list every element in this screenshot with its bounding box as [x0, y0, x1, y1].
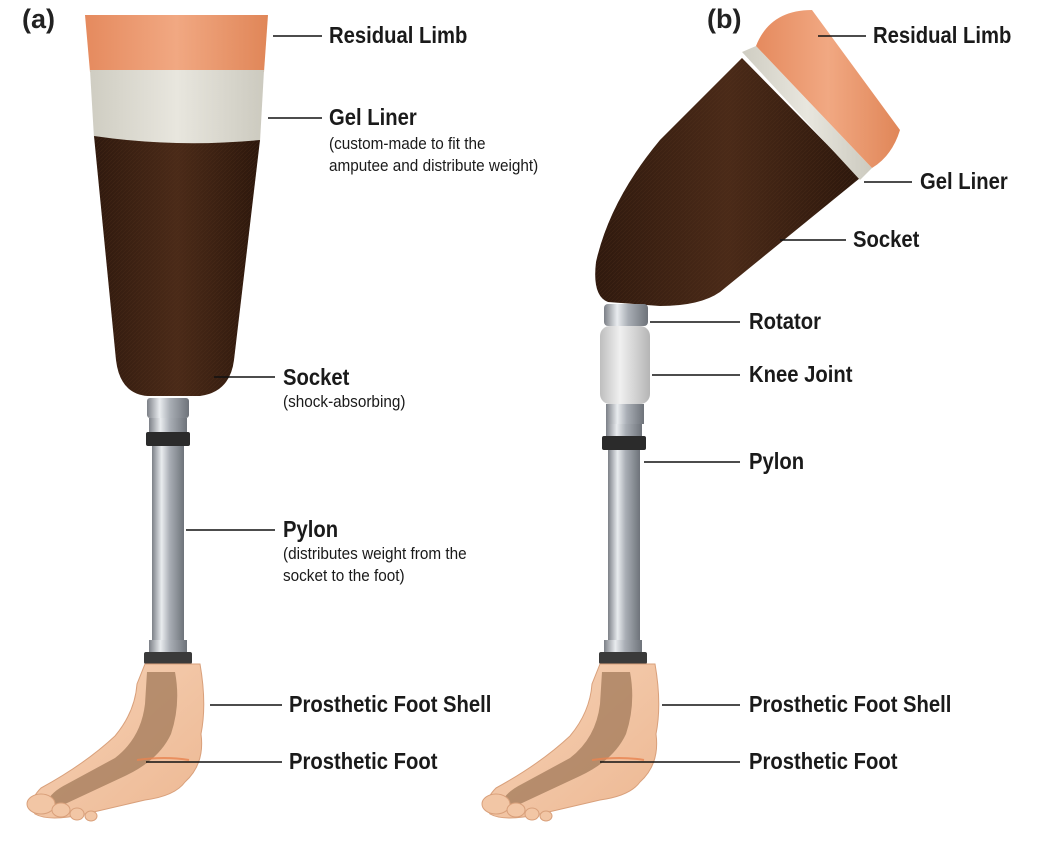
label-pylon-b: Pylon	[749, 448, 805, 474]
note-gel-liner-a-1: (custom-made to fit the	[329, 134, 486, 153]
label-socket-b: Socket	[853, 226, 920, 252]
label-residual-limb-a: Residual Limb	[329, 22, 468, 48]
label-gel-liner-a: Gel Liner	[329, 104, 417, 130]
prosthesis-a	[26, 15, 268, 822]
pylon-b	[608, 450, 640, 642]
residual-limb-b	[756, 10, 900, 168]
leader-lines	[146, 35, 912, 763]
gel-liner-a	[90, 70, 264, 146]
label-residual-limb-b: Residual Limb	[873, 22, 1012, 48]
residual-limb-a	[85, 15, 268, 72]
panel-label-b: (b)	[707, 4, 742, 34]
note-socket-a: (shock-absorbing)	[283, 392, 406, 411]
gel-liner-b	[742, 46, 872, 180]
label-foot-shell-b: Prosthetic Foot Shell	[749, 691, 952, 717]
label-gel-liner-b: Gel Liner	[920, 168, 1008, 194]
note-pylon-a-1: (distributes weight from the	[283, 544, 467, 563]
knee-joint-b	[600, 326, 650, 404]
prosthetic-foot-a	[26, 663, 205, 822]
label-rotator-b: Rotator	[749, 308, 821, 334]
rotator-b	[604, 304, 648, 326]
label-foot-a: Prosthetic Foot	[289, 748, 438, 774]
pylon-a	[152, 446, 184, 642]
panel-label-a: (a)	[22, 4, 55, 34]
label-foot-shell-a: Prosthetic Foot Shell	[289, 691, 492, 717]
prosthesis-b	[481, 10, 900, 822]
prosthetic-foot-b	[481, 663, 660, 822]
label-socket-a: Socket	[283, 364, 350, 390]
label-knee-joint-b: Knee Joint	[749, 361, 853, 387]
note-gel-liner-a-2: amputee and distribute weight)	[329, 156, 539, 175]
label-pylon-a: Pylon	[283, 516, 339, 542]
label-foot-b: Prosthetic Foot	[749, 748, 898, 774]
note-pylon-a-2: socket to the foot)	[283, 566, 405, 585]
